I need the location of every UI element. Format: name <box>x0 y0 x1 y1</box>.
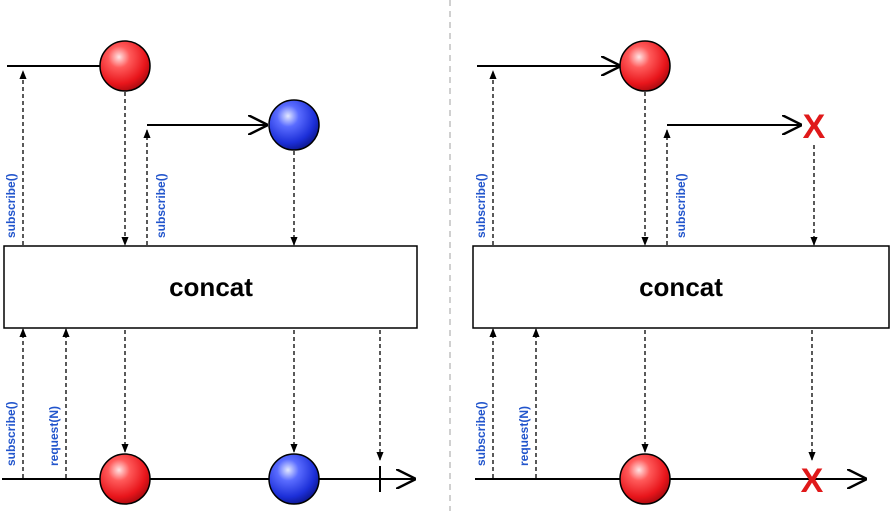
request-output-label: request(N) <box>47 406 61 466</box>
red-output-marble <box>99 453 151 505</box>
subscribe-second-label: subscribe() <box>674 173 688 238</box>
right-panel: X concat X subscribe() subscribe() subsc… <box>472 40 890 505</box>
subscribe-output-label: subscribe() <box>474 401 488 466</box>
subscribe-first-label: subscribe() <box>4 173 18 238</box>
operator-label: concat <box>639 272 723 302</box>
request-output-label: request(N) <box>517 406 531 466</box>
output-error-marker: X <box>801 462 824 500</box>
subscribe-output-label: subscribe() <box>4 401 18 466</box>
error-marker: X <box>803 108 826 146</box>
red-output-marble <box>619 453 671 505</box>
red-item-marble <box>619 40 671 92</box>
blue-item-marble <box>268 99 320 151</box>
concat-operator-box <box>3 245 418 329</box>
blue-output-marble <box>268 453 320 505</box>
subscribe-first-label: subscribe() <box>474 173 488 238</box>
concat-operator-box <box>472 245 890 329</box>
subscribe-second-label: subscribe() <box>154 173 168 238</box>
red-item-marble <box>99 40 151 92</box>
operator-label: concat <box>169 272 253 302</box>
left-panel: concat subscribe() subscribe() subscribe… <box>2 40 418 505</box>
